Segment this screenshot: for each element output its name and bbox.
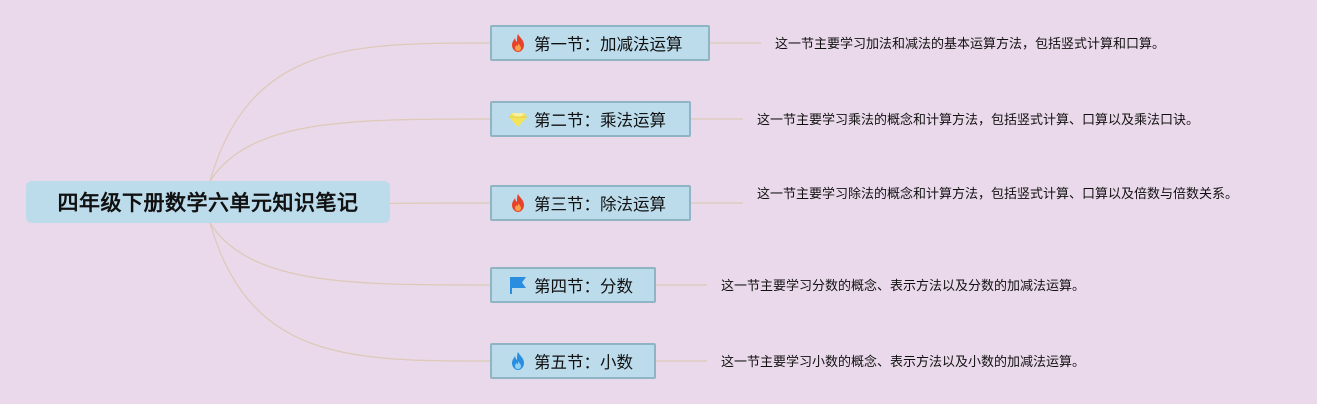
topic-note-2: 这一节主要学习乘法的概念和计算方法，包括竖式计算、口算以及乘法口诀。	[757, 113, 1200, 128]
topic-label: 第二节：乘法运算	[534, 111, 666, 130]
root-node[interactable]: 四年级下册数学六单元知识笔记	[26, 181, 390, 223]
root-connector	[209, 118, 491, 182]
topic-label: 第三节：除法运算	[534, 195, 666, 214]
topic-note-3: 这一节主要学习除法的概念和计算方法，包括竖式计算、口算以及倍数与倍数关系。	[757, 187, 1239, 202]
topic-node-4[interactable]: 第四节：分数	[490, 267, 656, 303]
topic-note-1: 这一节主要学习加法和减法的基本运算方法，包括竖式计算和口算。	[775, 37, 1166, 52]
topic-label: 第五节：小数	[534, 353, 633, 372]
topic-note-4: 这一节主要学习分数的概念、表示方法以及分数的加减法运算。	[721, 279, 1086, 294]
topic-node-3[interactable]: 第三节：除法运算	[490, 185, 691, 221]
topic-note-5: 这一节主要学习小数的概念、表示方法以及小数的加减法运算。	[721, 355, 1086, 370]
topic-node-2[interactable]: 第二节：乘法运算	[490, 101, 691, 137]
root-connector	[209, 222, 491, 362]
topic-node-5[interactable]: 第五节：小数	[490, 343, 656, 379]
topic-node-1[interactable]: 第一节：加减法运算	[490, 25, 710, 61]
topic-label: 第四节：分数	[534, 277, 633, 296]
root-connector	[209, 222, 491, 286]
flame-icon	[508, 351, 528, 371]
root-connector	[209, 42, 491, 182]
fire-icon	[508, 33, 528, 53]
topic-label: 第一节：加减法运算	[534, 35, 683, 54]
flag-icon	[508, 275, 528, 295]
diamond-icon	[508, 109, 528, 129]
fire-icon	[508, 193, 528, 213]
